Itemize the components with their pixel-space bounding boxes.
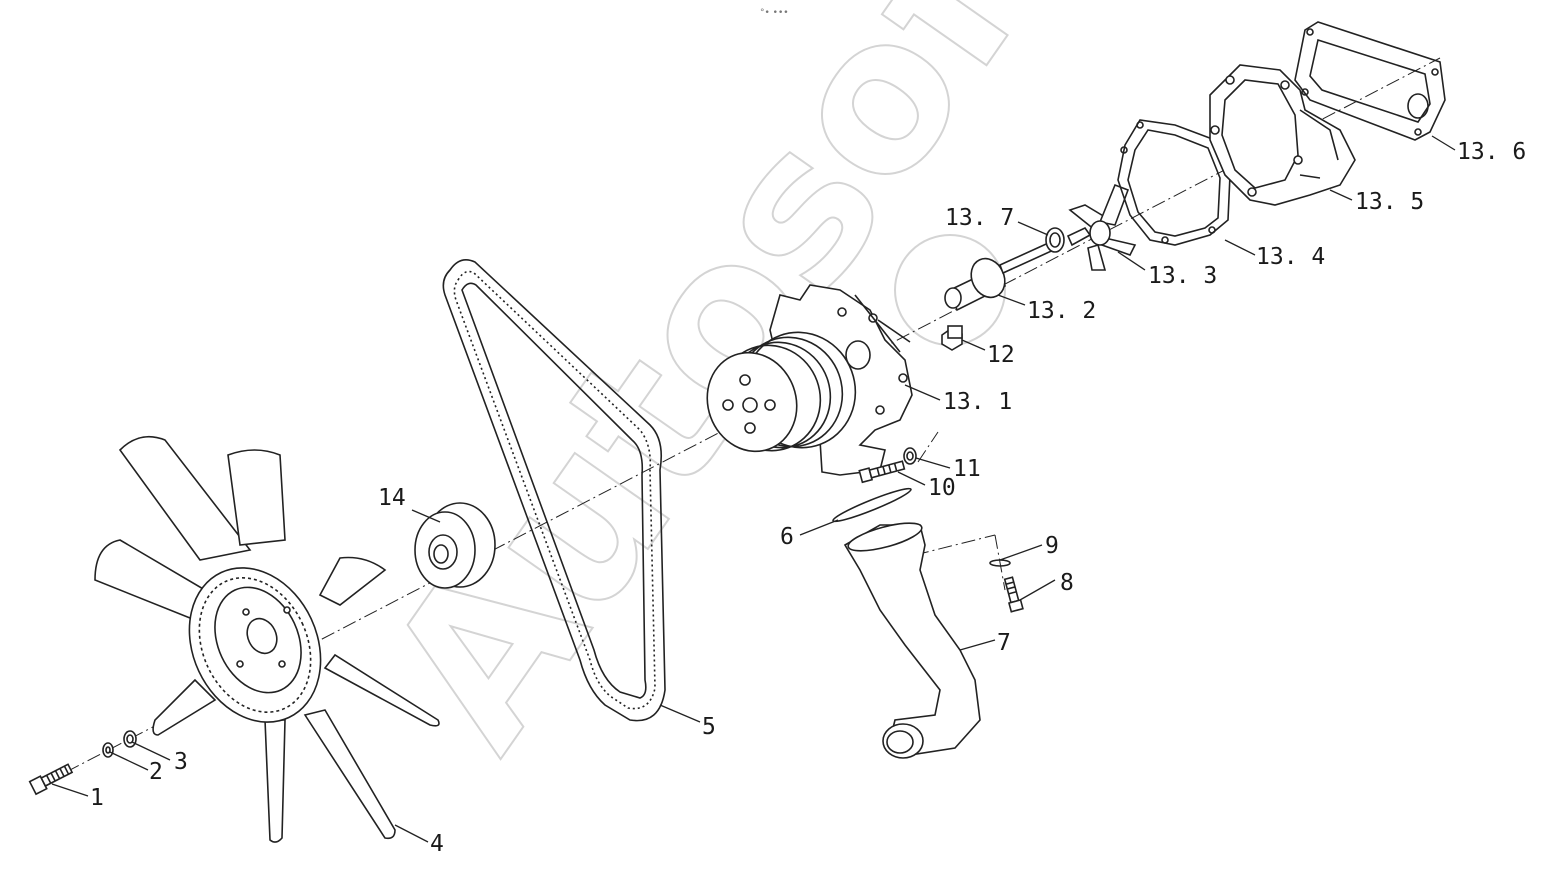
callout-1: 1 xyxy=(90,785,104,811)
callout-13-1: 13. 1 xyxy=(943,389,1012,415)
gasket-part-13-6 xyxy=(1294,21,1446,141)
callout-6: 6 xyxy=(780,524,794,550)
pump-body-part-13-1 xyxy=(706,284,913,476)
callout-13-7: 13. 7 xyxy=(945,205,1014,231)
callout-8: 8 xyxy=(1060,570,1074,596)
callout-13-2: 13. 2 xyxy=(1027,298,1096,324)
header-mark: °• ••• xyxy=(760,8,789,18)
screw-part-8 xyxy=(1003,576,1024,613)
callout-9: 9 xyxy=(1045,533,1059,559)
bolt-part-10 xyxy=(858,460,906,484)
washer-part-2 xyxy=(102,742,114,758)
housing-part-13-5 xyxy=(1209,64,1356,206)
callout-13-3: 13. 3 xyxy=(1148,263,1217,289)
washer-part-11 xyxy=(903,447,917,465)
washer-part-3 xyxy=(123,730,137,748)
belt-part-5 xyxy=(442,259,666,722)
callout-3: 3 xyxy=(174,749,188,775)
gasket-part-13-4 xyxy=(1117,119,1231,246)
callout-13-5: 13. 5 xyxy=(1355,189,1424,215)
pulley-part-14 xyxy=(414,502,496,589)
callout-labels: 1 2 3 4 5 6 7 8 9 10 11 12 13. 1 13. 2 1… xyxy=(90,139,1526,857)
callout-12: 12 xyxy=(987,342,1015,368)
callout-11: 11 xyxy=(953,456,981,482)
o-ring-part-6 xyxy=(832,487,912,523)
bolt-part-1 xyxy=(28,763,74,796)
callout-10: 10 xyxy=(928,475,956,501)
plug-part-12 xyxy=(941,325,963,351)
fan-part-4 xyxy=(94,435,440,843)
shaft-part-13-2 xyxy=(944,238,1060,312)
pipe-part-7 xyxy=(843,522,981,759)
callout-14: 14 xyxy=(378,485,406,511)
callout-2: 2 xyxy=(149,759,163,785)
callout-13-6: 13. 6 xyxy=(1457,139,1526,165)
callout-4: 4 xyxy=(430,831,444,857)
impeller-part-13-3 xyxy=(1066,183,1137,271)
seal-part-13-7 xyxy=(1045,227,1065,253)
callout-13-4: 13. 4 xyxy=(1256,244,1325,270)
leader-lines xyxy=(51,135,1456,843)
callout-7: 7 xyxy=(997,630,1011,656)
callout-5: 5 xyxy=(702,714,716,740)
